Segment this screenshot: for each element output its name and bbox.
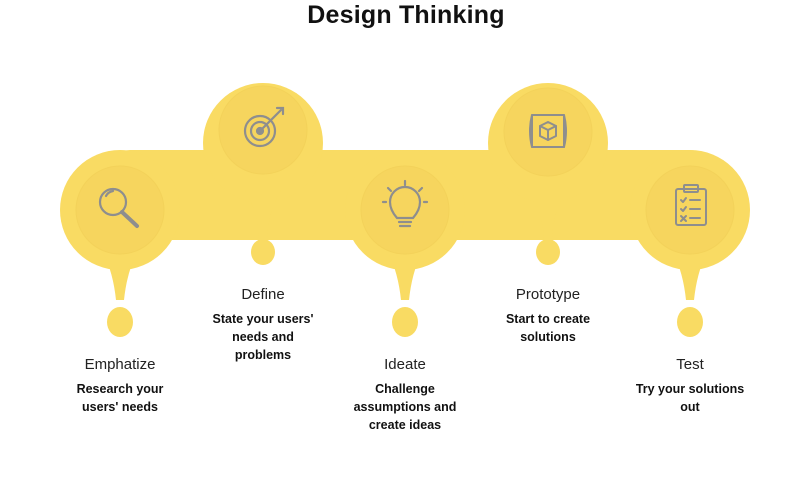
clipboard-icon [675,184,707,226]
stage-description: Start to create solutions [505,312,591,344]
stage-description: State your users' needs and problems [212,312,314,362]
magnifier-icon [98,187,139,228]
stage-description: Challenge assumptions and create ideas [353,382,457,432]
stage-name: Prototype [515,286,581,303]
lightbulb-icon [381,179,429,228]
blueprint-icon [529,114,567,148]
stage-define: Define State your users' needs and probl… [173,286,353,364]
target-icon [243,106,285,148]
stage-emphatize: Emphatize Research your users' needs [30,356,210,416]
stage-name: Define [241,286,285,303]
ideate-inner-circle [360,165,450,255]
stage-name: Ideate [384,356,426,373]
stage-prototype: Prototype Start to create solutions [458,286,638,346]
stage-description: Try your solutions out [635,382,745,414]
stage-description: Research your users' needs [76,382,164,414]
diagram-title: Design Thinking [307,1,505,29]
stage-test: Test Try your solutions out [600,356,780,416]
stage-name: Test [676,356,704,373]
stage-ideate: Ideate Challenge assumptions and create … [315,356,495,434]
emphatize-inner-circle [75,165,165,255]
stage-name: Emphatize [84,356,156,373]
